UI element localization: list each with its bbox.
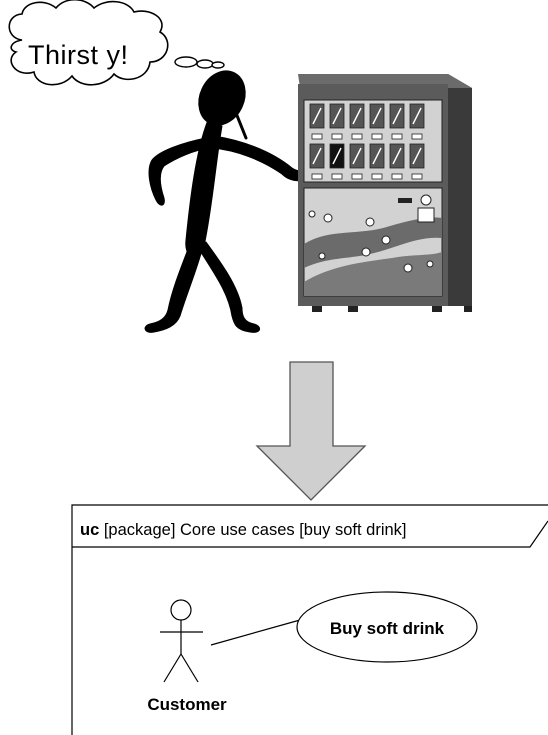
thought-text: Thirst y! [28, 40, 129, 70]
use-case-buy-soft-drink: Buy soft drink [296, 591, 478, 663]
drink-can-highlight [352, 107, 362, 125]
frame-heading: uc [package] Core use cases [buy soft dr… [80, 521, 407, 539]
selection-button [371, 173, 383, 180]
drink-can-highlight [352, 147, 362, 165]
selection-button [371, 133, 383, 140]
person-left-arm [148, 137, 211, 206]
selection-button [351, 173, 363, 180]
drink-can-highlight [312, 147, 322, 165]
thought-trail-1 [174, 56, 198, 68]
person-head [198, 70, 246, 126]
frame-title: [package] Core use cases [buy soft drink… [99, 521, 406, 539]
actor-right-leg [180, 653, 199, 683]
machine-wave [304, 217, 442, 268]
actor-customer [160, 599, 203, 683]
selection-button [331, 133, 343, 140]
person-left-leg [144, 243, 203, 333]
machine-foot [464, 306, 472, 312]
drink-slots [309, 103, 425, 180]
down-arrow-shape [255, 361, 367, 501]
person-right-leg [195, 241, 260, 333]
drink-can-highlight [332, 107, 342, 125]
coin-button [420, 194, 432, 206]
association-line [210, 619, 301, 646]
selection-button [311, 133, 323, 140]
selection-button [391, 173, 403, 180]
drink-can-highlight [412, 107, 422, 125]
selection-button [311, 173, 323, 180]
frame-border [71, 504, 548, 735]
drink-can-highlight [372, 147, 382, 165]
use-case-label: Buy soft drink [330, 619, 445, 638]
frame-keyword: uc [80, 521, 99, 539]
actor-head [170, 599, 192, 621]
machine-wave-lower [304, 252, 442, 296]
return-box [417, 207, 435, 223]
drink-can-highlight [312, 107, 322, 125]
vending-machine [298, 74, 472, 312]
machine-foot [432, 306, 442, 312]
thought-cloud [8, 0, 169, 86]
coin-slot [398, 198, 412, 203]
drink-can-highlight [372, 107, 382, 125]
person-mouth [232, 106, 248, 140]
thought-trail-2 [196, 59, 214, 69]
machine-side [448, 74, 472, 306]
actor-left-leg [163, 653, 182, 683]
machine-foot [348, 306, 358, 312]
drink-can-highlight [412, 147, 422, 165]
actor-label: Customer [147, 695, 227, 714]
thought-trail-3 [211, 61, 225, 69]
selection-button [411, 173, 423, 180]
drink-can-highlight [392, 147, 402, 165]
machine-bubbles [308, 210, 434, 273]
selection-button [351, 133, 363, 140]
use-case-ellipse [296, 591, 478, 663]
frame-heading-tab [72, 520, 548, 548]
selection-button [391, 133, 403, 140]
uml-frame: uc [package] Core use cases [buy soft dr… [71, 504, 548, 735]
drink-can-highlight [332, 147, 342, 165]
drink-can-highlight [392, 107, 402, 125]
selection-button [331, 173, 343, 180]
thought-bubble: Thirst y! [8, 0, 225, 86]
machine-foot [312, 306, 322, 312]
selection-button [411, 133, 423, 140]
down-arrow [255, 361, 367, 501]
